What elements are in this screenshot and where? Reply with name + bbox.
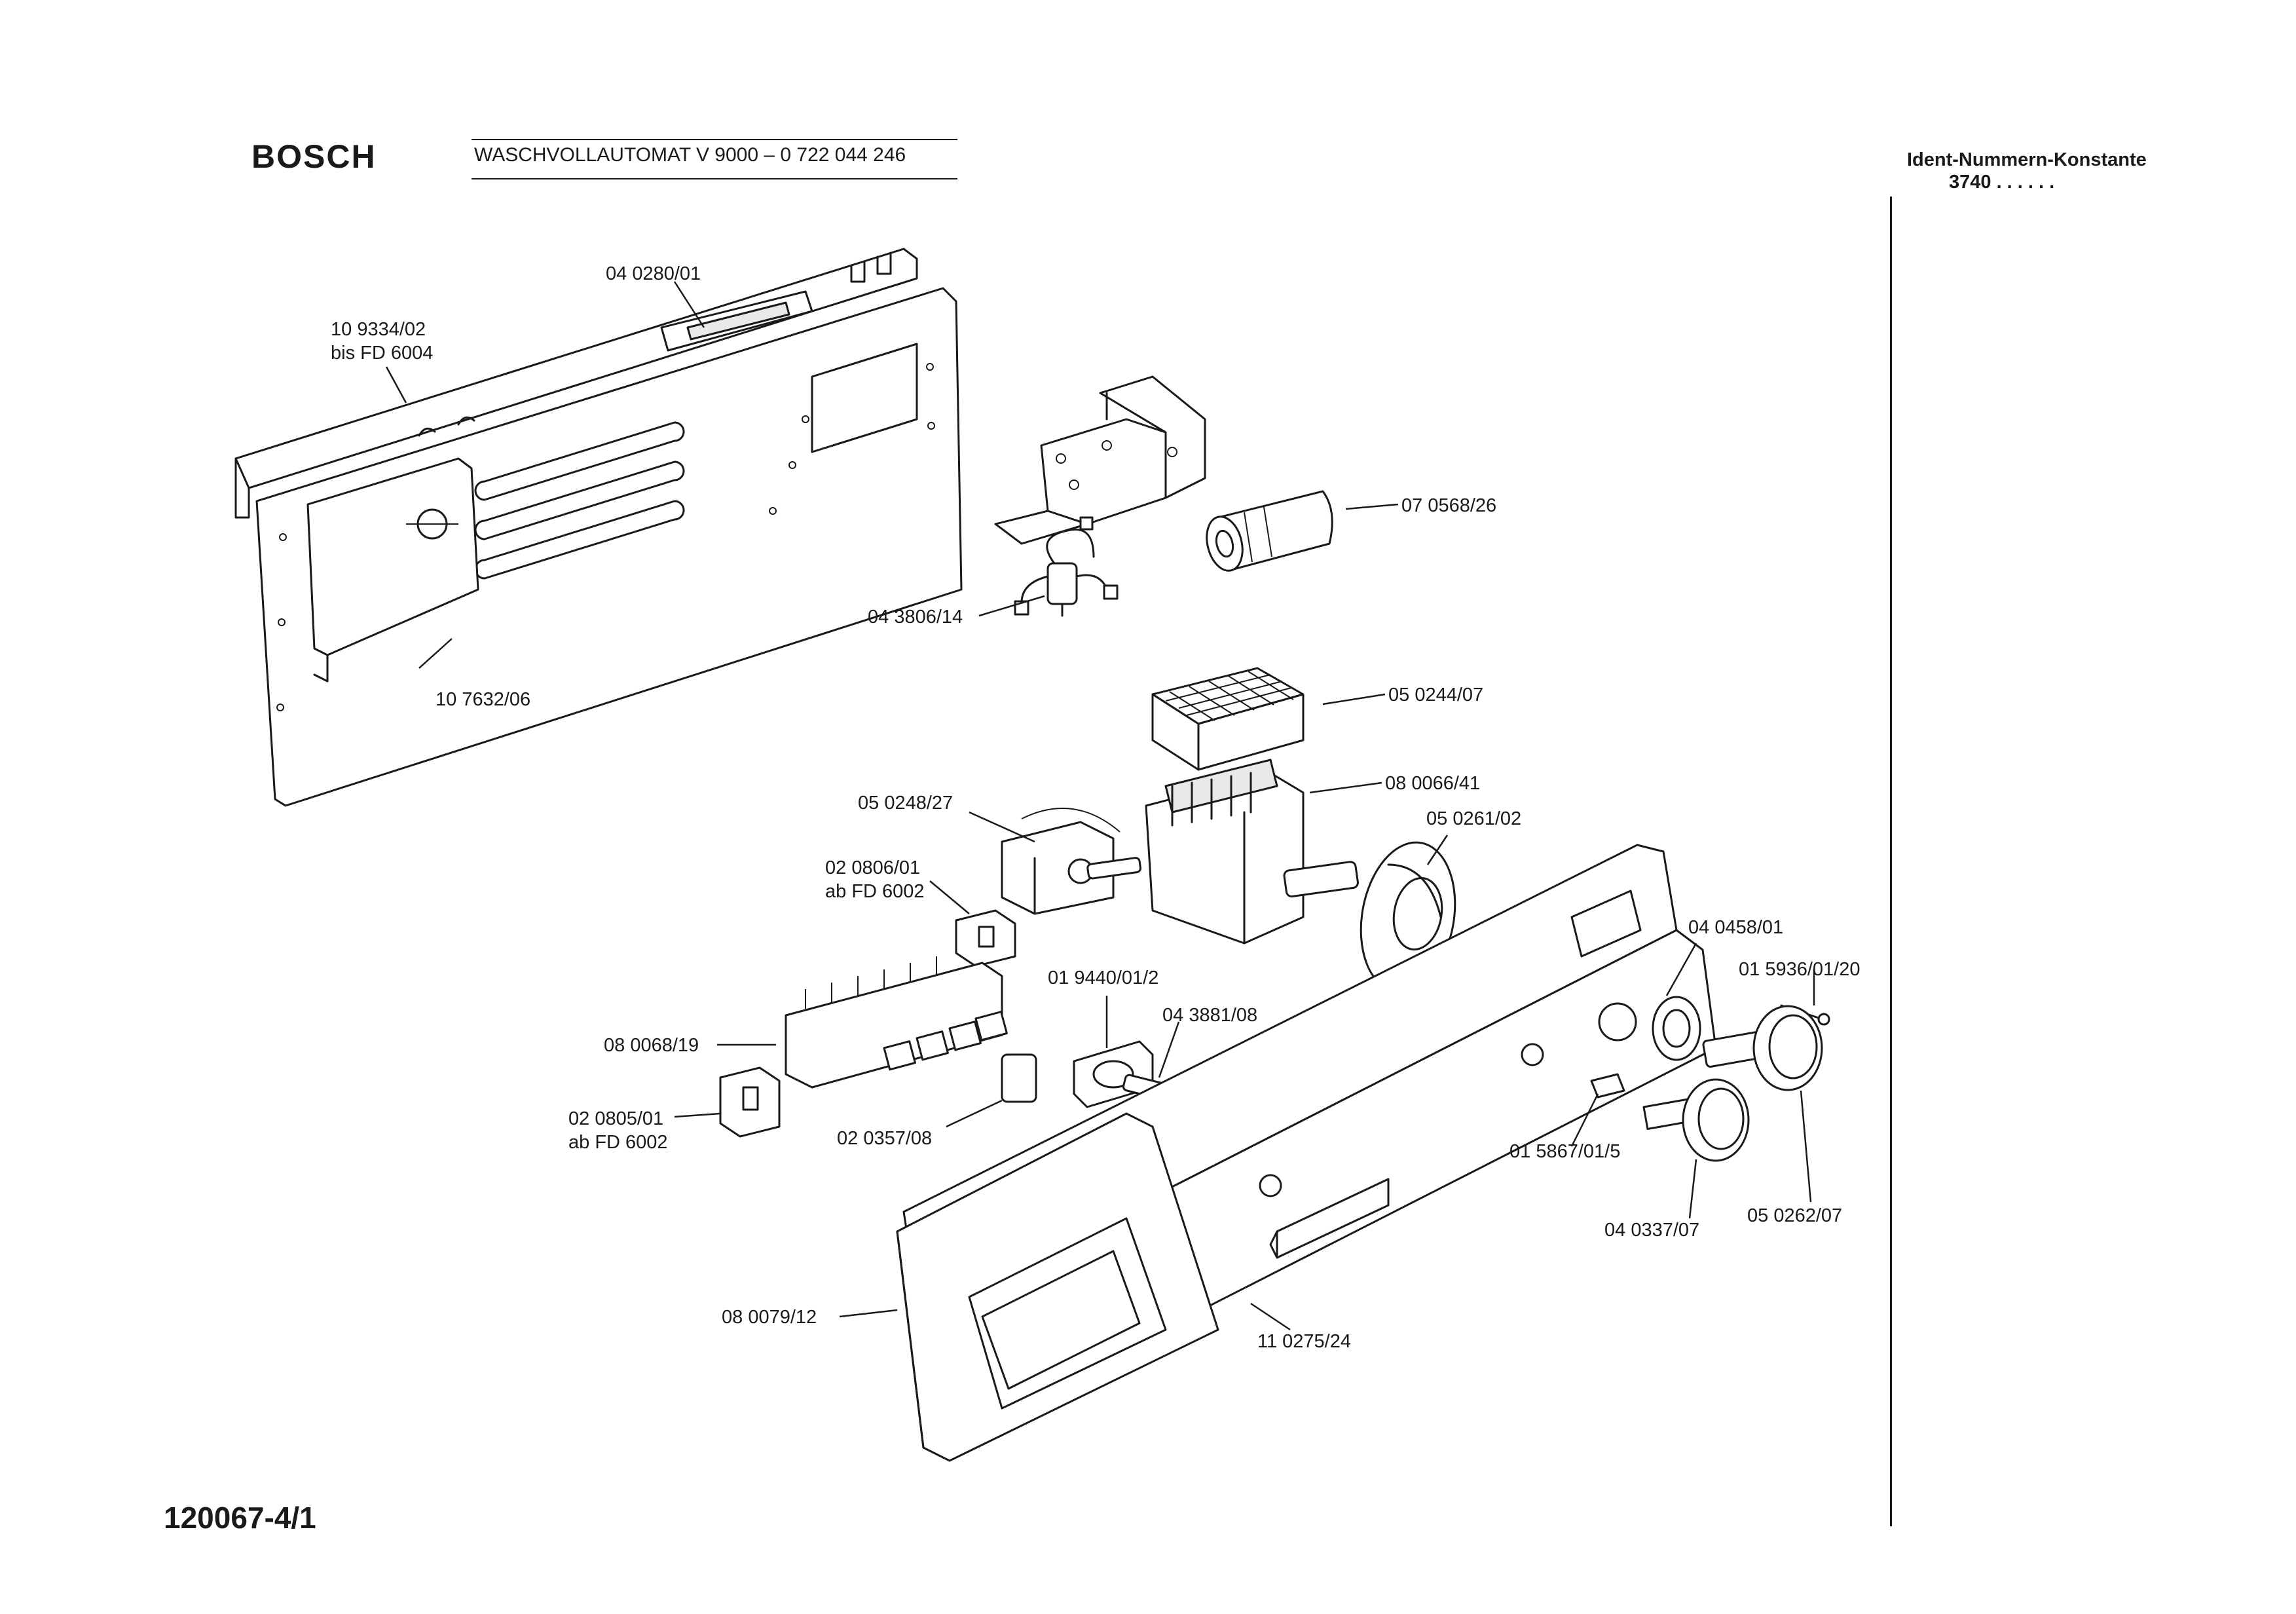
part-label-05-0244-07: 05 0244/07: [1388, 685, 1484, 705]
push-button-cap: [1001, 1053, 1037, 1103]
part-label-05-0248-27: 05 0248/27: [858, 793, 954, 814]
rear-panel-window: [811, 343, 918, 453]
title-rule-top: [472, 139, 957, 140]
programme-selector: [1145, 759, 1359, 945]
part-label-02-0357-08: 02 0357/08: [837, 1128, 933, 1149]
part-label-01-5867-01-5: 01 5867/01/5: [1509, 1141, 1621, 1162]
part-label-04-3881-08: 04 3881/08: [1162, 1005, 1258, 1026]
part-label-05-0261-02: 05 0261/02: [1426, 808, 1522, 829]
ident-number-value: 3740 . . . . . .: [1949, 172, 2055, 193]
ident-number-label: Ident-Nummern-Konstante: [1907, 149, 2147, 170]
capacitor: [1206, 490, 1333, 572]
part-label-05-0262-07: 05 0262/07: [1747, 1205, 1843, 1226]
leader-lines: [385, 281, 1815, 1331]
part-label-04-0280-01: 04 0280/01: [606, 263, 701, 284]
side-cover: [306, 457, 479, 683]
part-label-08-0066-41: 08 0066/41: [1385, 773, 1481, 794]
part-label-04-0458-01: 04 0458/01: [1688, 917, 1784, 938]
part-label-11-0275-24: 11 0275/24: [1257, 1331, 1351, 1352]
detergent-drawer-front: [896, 1112, 1219, 1462]
program-knob-large: [1702, 1005, 1823, 1091]
part-label-01-9440-01-2: 01 9440/01/2: [1048, 967, 1159, 988]
push-button-switch: [785, 956, 1008, 1089]
part-label-07-0568-26: 07 0568/26: [1401, 495, 1497, 516]
selector-cover-grid: [1151, 667, 1305, 771]
knob-ring: [1652, 996, 1701, 1061]
brand-logo: BOSCH: [251, 138, 377, 175]
interference-suppressor: [1014, 516, 1119, 617]
small-clip: [1590, 1073, 1625, 1098]
part-label-04-0337-07: 04 0337/07: [1604, 1220, 1700, 1241]
mounting-bracket: [994, 375, 1206, 545]
clip-upper: [955, 909, 1016, 967]
clip-lower: [719, 1066, 781, 1138]
part-label-08-0079-12: 08 0079/12: [722, 1307, 817, 1328]
part-label-01-5936-01-20: 01 5936/01/20: [1739, 959, 1861, 980]
timer-motor: [1001, 808, 1142, 915]
drawing-number: 120067-4/1: [164, 1501, 316, 1535]
title-rule-bottom: [472, 178, 957, 179]
temperature-knob: [1642, 1078, 1750, 1162]
part-label-04-3806-14: 04 3806/14: [868, 607, 963, 628]
part-label-08-0068-19: 08 0068/19: [604, 1035, 699, 1056]
margin-rule: [1890, 197, 1892, 1526]
top-bracket: [660, 290, 813, 352]
part-label-10-7632-06: 10 7632/06: [435, 689, 531, 710]
document-title: WASCHVOLLAUTOMAT V 9000 – 0 722 044 246: [474, 144, 906, 166]
